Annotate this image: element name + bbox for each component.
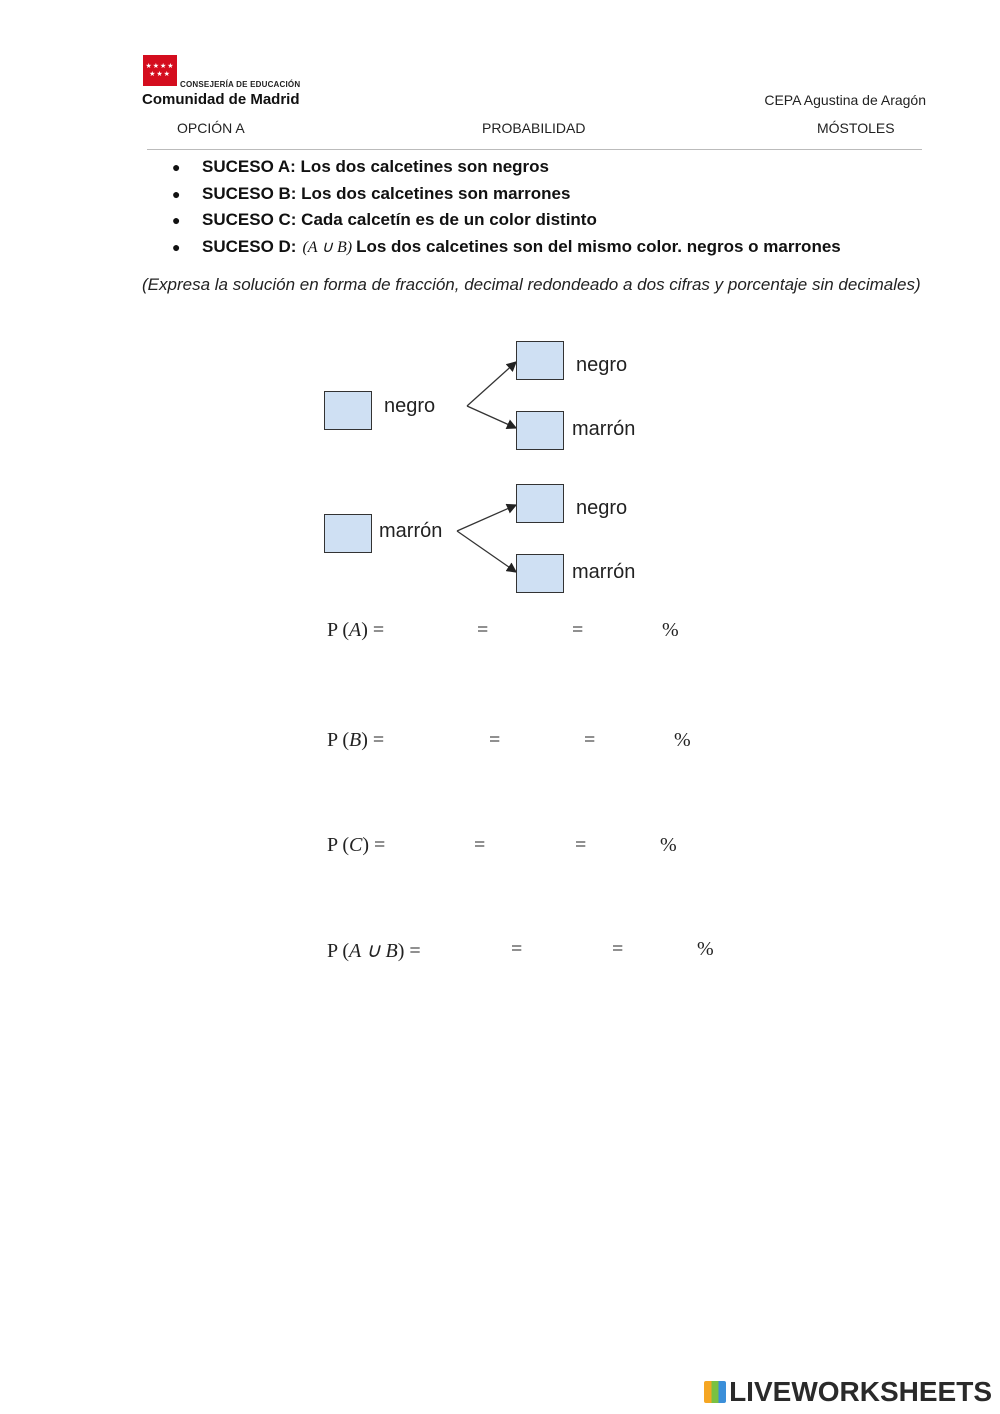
event-label: SUCESO D: xyxy=(202,236,297,256)
tree-branches xyxy=(456,361,518,573)
eq-event: C xyxy=(349,834,363,856)
school-name: CEPA Agustina de Aragón xyxy=(764,92,926,108)
event-b: ● SUCESO B: Los dos calcetines son marron… xyxy=(172,182,841,209)
equation-lhs: P (A) = xyxy=(327,619,384,642)
logo-subtitle: CONSEJERÍA DE EDUCACIÓN xyxy=(180,80,301,89)
bullet-icon: ● xyxy=(172,238,181,255)
answer-box-second-2[interactable] xyxy=(516,411,564,450)
instructions-note: (Expresa la solución en forma de fracció… xyxy=(142,275,921,294)
answer-box-second-4[interactable] xyxy=(516,554,564,593)
header-divider xyxy=(147,149,922,150)
eq-event: A xyxy=(349,619,362,641)
event-d: ● SUCESO D: (A ∪ B)Los dos calcetines son … xyxy=(172,235,841,262)
eq-event: B xyxy=(349,729,362,751)
equals-sign: = xyxy=(511,938,523,960)
percent-sign: % xyxy=(660,834,677,856)
answer-box-second-3[interactable] xyxy=(516,484,564,523)
event-label: SUCESO C: Cada calcetín es de un color d… xyxy=(202,210,597,229)
equals-sign: = xyxy=(575,834,587,856)
equals-sign: = xyxy=(572,619,584,641)
equals-sign: = xyxy=(474,834,486,856)
tree-label: negro xyxy=(576,354,628,376)
event-label: SUCESO A: Los dos calcetines son negros xyxy=(202,157,550,176)
bullet-icon: ● xyxy=(172,212,181,228)
equation-lhs: P (C) = xyxy=(327,834,385,857)
liveworksheets-logo-icon xyxy=(704,1381,727,1403)
tree-label: marrón xyxy=(379,520,443,542)
percent-sign: % xyxy=(697,938,714,960)
tree-label: negro xyxy=(384,395,436,417)
equals-sign: = xyxy=(489,729,501,751)
event-formula: (A ∪ B) xyxy=(302,238,353,256)
percent-sign: % xyxy=(662,619,679,641)
logo-stars: ★★★★ ★★★ xyxy=(145,62,175,78)
bullet-icon: ● xyxy=(172,185,181,202)
answer-box-first-marron[interactable] xyxy=(324,514,372,553)
eq-prefix: P ( xyxy=(327,729,350,751)
logo-flag xyxy=(143,55,177,86)
bullet-icon: ● xyxy=(172,159,181,175)
eq-suffix: ) = xyxy=(362,834,386,856)
eq-prefix: P ( xyxy=(327,940,350,962)
equation-lhs: P (A ∪ B) = xyxy=(327,938,421,963)
equals-sign: = xyxy=(477,619,489,641)
equals-sign: = xyxy=(612,938,624,960)
event-description: Los dos calcetines son del mismo color. … xyxy=(356,236,841,256)
percent-sign: % xyxy=(674,729,691,751)
event-label: SUCESO B: Los dos calcetines son marrone… xyxy=(202,183,571,203)
watermark-text: LIVEWORKSHEETS xyxy=(729,1376,992,1407)
events-list: ● SUCESO A: Los dos calcetines son negros… xyxy=(172,155,841,261)
eq-suffix: ) = xyxy=(361,619,385,641)
tree-label: marrón xyxy=(572,561,636,583)
answer-box-first-negro[interactable] xyxy=(324,391,372,430)
watermark: LIVEWORKSHEETS xyxy=(704,1376,992,1408)
tree-label: marrón xyxy=(572,418,636,440)
header-option: OPCIÓN A xyxy=(177,120,245,136)
answer-box-second-1[interactable] xyxy=(516,341,564,380)
event-c: ● SUCESO C: Cada calcetín es de un color … xyxy=(172,208,841,235)
header-subject: PROBABILIDAD xyxy=(482,120,586,136)
logo-title: Comunidad de Madrid xyxy=(142,91,300,108)
eq-prefix: P ( xyxy=(327,834,350,856)
event-a: ● SUCESO A: Los dos calcetines son negros xyxy=(172,155,841,182)
equation-lhs: P (B) = xyxy=(327,729,384,752)
eq-prefix: P ( xyxy=(327,619,350,641)
header-location: MÓSTOLES xyxy=(817,120,895,136)
eq-event: A ∪ B xyxy=(349,940,398,962)
equals-sign: = xyxy=(584,729,596,751)
eq-suffix: ) = xyxy=(397,940,421,962)
eq-suffix: ) = xyxy=(361,729,385,751)
tree-label: negro xyxy=(576,497,628,519)
